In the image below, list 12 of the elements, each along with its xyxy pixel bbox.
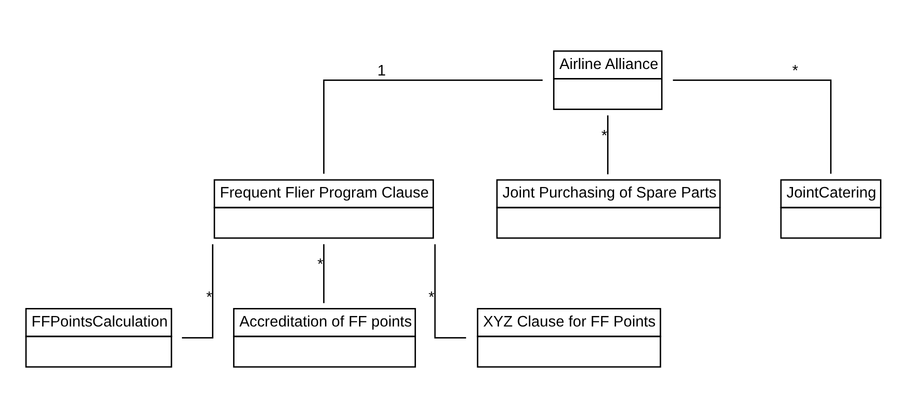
edge-label: *	[601, 126, 608, 144]
connector	[672, 78, 832, 174]
edge-label: 1	[377, 62, 386, 80]
connector	[182, 244, 214, 338]
connector	[323, 78, 543, 174]
edge-label: *	[428, 288, 434, 306]
edge-label: *	[206, 288, 212, 306]
connector	[607, 114, 608, 174]
connector	[323, 244, 325, 303]
connector	[434, 244, 466, 338]
edge-label: *	[792, 62, 798, 80]
edge-label: *	[317, 256, 324, 273]
